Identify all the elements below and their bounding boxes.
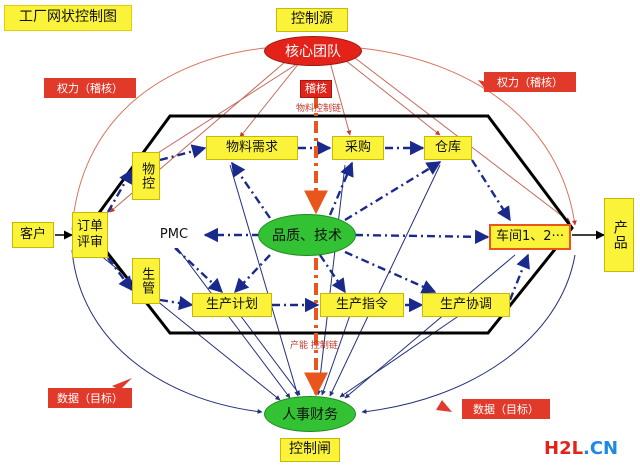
audit-label: 稽核 [300,80,332,98]
pmc-box: PMC [144,222,204,248]
production-mgmt-box: 生管 [132,258,160,304]
control-gate-label: 控制闸 [280,438,340,462]
material-control-box: 物控 [132,152,160,200]
warehouse-box: 仓库 [424,136,472,160]
power-tag-right: 权力（稽核） [484,72,576,92]
control-source-label: 控制源 [276,8,348,32]
product-box: 产品 [604,198,634,272]
order-review-label: 订单评审 [76,218,103,250]
power-tag-left: 权力（稽核） [44,78,136,98]
capacity-chain-label: 产能 控制链 [290,341,338,351]
tag-pointer-data-left [112,378,132,390]
hr-fan-lines [99,164,516,401]
diagram-title: 工厂网状控制图 [4,5,132,31]
order-review-box: 订单评审 [72,212,108,258]
power-arc-left [71,47,266,231]
data-arc-left [71,249,263,414]
process-flow-lines [106,140,530,313]
power-arc-right [359,47,577,226]
quality-tech-oval: 品质、技术 [258,214,356,256]
watermark-main: H2L [544,438,584,459]
material-demand-box: 物料需求 [206,136,298,160]
hr-finance-oval: 人事财务 [264,396,356,432]
customer-box: 客户 [12,222,54,248]
tag-pointer-data-right [436,400,452,412]
material-chain-label: 物料控制链 [296,104,342,114]
data-arc-right [361,254,576,414]
watermark-tld: .CN [583,438,619,459]
production-order-box: 生产指令 [320,293,404,317]
production-coord-box: 生产协调 [422,293,510,317]
purchase-box: 采购 [332,136,384,160]
production-plan-box: 生产计划 [192,293,272,317]
workshop-box: 车间1、2··· [489,224,571,250]
data-tag-left: 数据（目标） [48,388,132,408]
core-team-oval: 核心团队 [264,36,362,66]
data-tag-right: 数据（目标） [462,399,550,419]
